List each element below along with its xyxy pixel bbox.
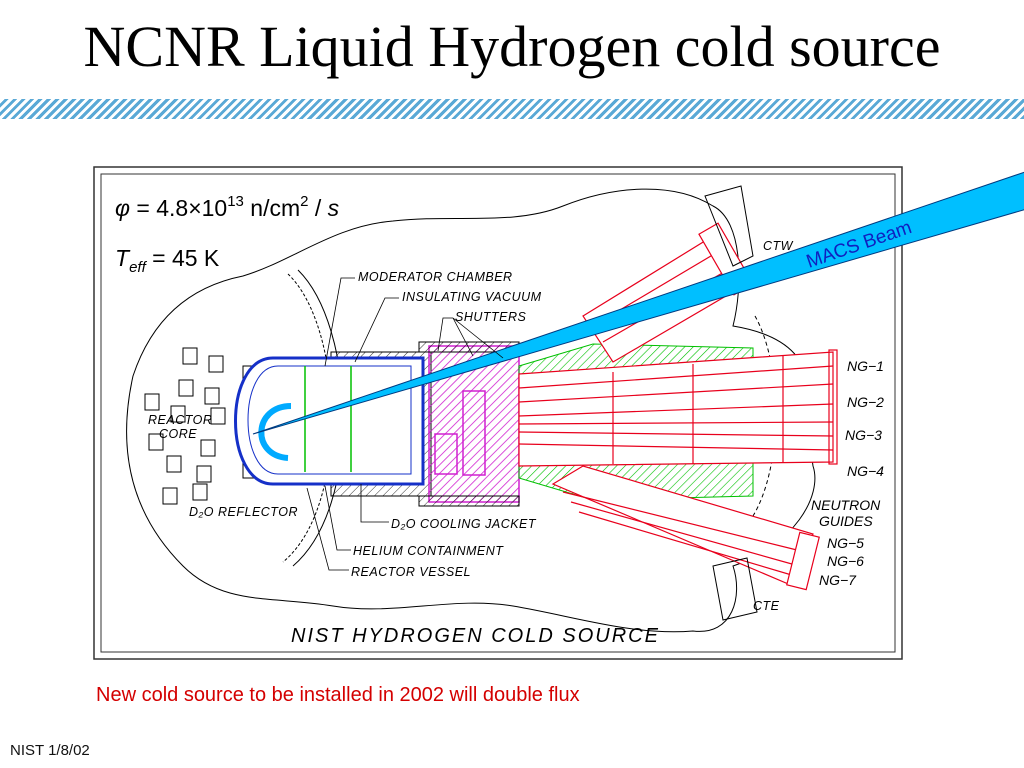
label-ng3: NG−3 xyxy=(845,427,882,443)
cte-housing xyxy=(712,557,758,621)
reactor-boundary xyxy=(126,188,816,633)
moderator-chamber xyxy=(234,356,425,486)
cold-source-diagram: MACS Beam φ = 4.8×1013 n/cm2 / s Teff = … xyxy=(93,166,1024,660)
label-moderator-chamber: MODERATOR CHAMBER xyxy=(358,270,513,284)
label-ng1: NG−1 xyxy=(847,358,884,374)
guide-cte-ng5-ng7 xyxy=(551,465,820,591)
figure-inner-frame xyxy=(100,173,896,653)
slide-footer: NIST 1/8/02 xyxy=(10,742,90,759)
shutter-inner-1 xyxy=(434,433,458,475)
label-cte: CTE xyxy=(753,599,780,613)
title-divider-stripe xyxy=(0,99,1024,119)
moderator-inner-wall xyxy=(247,365,412,475)
macs-beam xyxy=(252,171,1024,435)
guide-fan-ng1-ng4 xyxy=(518,349,838,467)
slide-caption: New cold source to be installed in 2002 … xyxy=(96,684,580,706)
label-guides: GUIDES xyxy=(819,513,873,529)
label-ng6: NG−6 xyxy=(827,553,864,569)
label-reactor-vessel: REACTOR VESSEL xyxy=(351,565,471,579)
label-reactor: REACTOR xyxy=(148,413,212,427)
label-shutters: SHUTTERS xyxy=(455,310,527,324)
label-d2o-reflector: D₂O REFLECTOR xyxy=(189,505,298,519)
ctw-housing xyxy=(704,185,754,267)
shutter-bottom-cap xyxy=(418,495,520,507)
shutter-inner-2 xyxy=(462,390,486,476)
temperature-formula: Teff = 45 K xyxy=(115,245,220,276)
label-neutron: NEUTRON xyxy=(811,497,881,513)
figure-title: NIST HYDROGEN COLD SOURCE xyxy=(291,625,660,647)
label-ctw: CTW xyxy=(763,239,794,253)
slide-title: NCNR Liquid Hydrogen cold source xyxy=(83,14,941,79)
label-insulating-vacuum: INSULATING VACUUM xyxy=(402,290,542,304)
label-ng4: NG−4 xyxy=(847,463,884,479)
label-ng2: NG−2 xyxy=(847,394,884,410)
label-d2o-cooling-jacket: D₂O COOLING JACKET xyxy=(391,517,537,531)
flux-formula: φ = 4.8×1013 n/cm2 / s xyxy=(115,193,340,221)
label-helium-containment: HELIUM CONTAINMENT xyxy=(353,544,504,558)
reactor-core-elements xyxy=(144,347,226,505)
label-core: CORE xyxy=(159,427,197,441)
outer-dashed-wall xyxy=(752,315,777,517)
leader-lines xyxy=(306,277,504,571)
label-ng5: NG−5 xyxy=(827,535,864,551)
label-ng7: NG−7 xyxy=(819,572,857,588)
